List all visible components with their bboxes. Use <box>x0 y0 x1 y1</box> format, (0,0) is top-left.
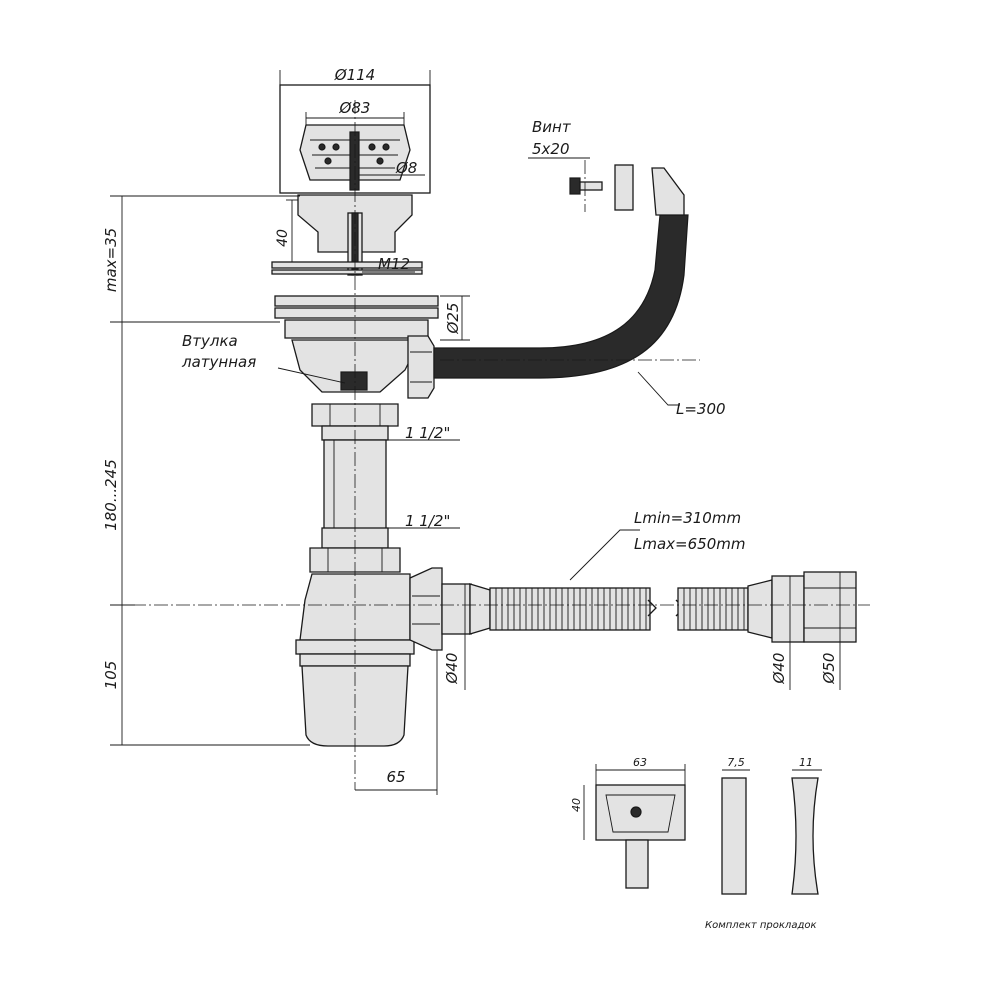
body-flange-3 <box>284 319 429 339</box>
corrugation-ribs-right <box>683 588 745 630</box>
corrugated-left <box>489 587 651 631</box>
overflow-gasket <box>614 164 634 211</box>
screw-5x20 <box>569 160 603 212</box>
dim-d25: Ø25 <box>444 303 462 335</box>
screw-title: Винт <box>532 118 572 136</box>
gasket-stem <box>625 839 649 889</box>
dim-thread-bottom: 1 1/2" <box>405 512 450 530</box>
gasket-set <box>583 764 822 895</box>
overflow-hose-body <box>433 214 689 379</box>
labels: Ø114 Ø83 Ø8 40 M12 max=35 Ø25 180...245 … <box>102 66 838 931</box>
dim-d40-right: Ø40 <box>770 653 788 685</box>
corrugation-ribs-left <box>495 588 647 630</box>
trap-outlet-nut <box>409 567 443 651</box>
gasket-thickness-7-5: 7,5 <box>727 756 745 769</box>
dim-d114: Ø114 <box>334 66 375 84</box>
gasket-flat-7-5 <box>721 777 747 895</box>
outlet-socket <box>803 571 857 643</box>
corr-min: Lmin=310mm <box>634 509 741 527</box>
hose-length: L=300 <box>676 400 726 418</box>
strainer-pin <box>349 131 360 191</box>
flange-plate-top <box>271 261 423 269</box>
body-flange-1 <box>274 295 439 307</box>
dim-180-245: 180...245 <box>102 459 120 531</box>
strainer-holes <box>318 143 390 165</box>
dim-w65: 65 <box>386 768 405 786</box>
dim-d40-left: Ø40 <box>443 653 461 685</box>
bottle-trap <box>295 567 443 747</box>
center-lines <box>110 100 870 790</box>
dim-h105: 105 <box>102 661 120 690</box>
outlet-cuff <box>771 575 805 643</box>
dim-max35: max=35 <box>102 228 120 292</box>
dim-thread-top: 1 1/2" <box>405 424 450 442</box>
outlet-stub <box>441 583 471 635</box>
lower-nut <box>309 547 401 573</box>
gasket-thickness-11: 11 <box>799 756 813 769</box>
dimension-lines <box>110 70 841 795</box>
dim-h40: 40 <box>275 229 291 247</box>
gasket-caption: Комплект прокладок <box>705 920 817 931</box>
dim-m12: M12 <box>378 255 410 273</box>
gasket-conical-11 <box>791 777 819 895</box>
drain-body <box>274 295 439 399</box>
brass-bushing <box>340 371 368 391</box>
overflow-hose <box>433 160 689 379</box>
overflow-nut <box>407 335 435 399</box>
gasket-height-40: 40 <box>570 798 583 812</box>
gasket-hole <box>630 806 642 818</box>
gasket-width-63: 63 <box>633 756 647 769</box>
dim-d50: Ø50 <box>820 653 838 685</box>
body-flange-2 <box>274 307 439 319</box>
hose-end-fitting <box>651 167 685 216</box>
corrugated-right <box>677 587 749 631</box>
flange-plate-bottom <box>271 269 423 275</box>
corrugated-outlet <box>441 571 857 643</box>
corr-max: Lmax=650mm <box>634 535 745 553</box>
dim-d8: Ø8 <box>395 159 417 177</box>
dim-d83: Ø83 <box>339 99 371 117</box>
screw-size: 5x20 <box>532 140 570 158</box>
bushing-line1: Втулка <box>182 332 238 350</box>
bushing-line2: латунная <box>181 353 256 371</box>
